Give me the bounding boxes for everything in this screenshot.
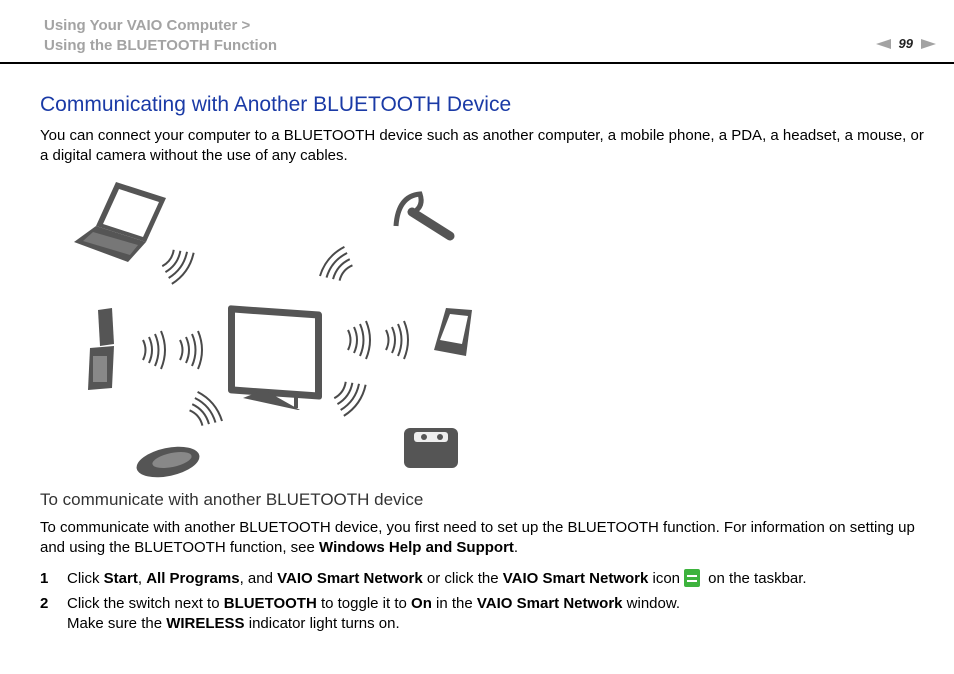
- subsection-paragraph: To communicate with another BLUETOOTH de…: [40, 519, 915, 556]
- intro-paragraph: You can connect your computer to a BLUET…: [40, 127, 924, 164]
- next-page-arrow-icon[interactable]: [921, 38, 936, 49]
- step-2: 2 Click the switch next to BLUETOOTH to …: [40, 594, 940, 634]
- desktop-monitor-icon: [228, 305, 322, 410]
- vaio-smart-network-icon: [684, 569, 701, 587]
- mobile-phone-icon: [88, 308, 114, 390]
- laptop-icon: [74, 182, 166, 262]
- bluetooth-devices-illustration: [74, 182, 472, 478]
- step-number: 2: [40, 595, 49, 612]
- page-number: 99: [898, 36, 913, 51]
- page-navigation: 99: [875, 36, 936, 51]
- mouse-icon: [136, 446, 200, 478]
- breadcrumb-line-1: Using Your VAIO Computer >: [44, 17, 251, 34]
- previous-page-arrow-icon[interactable]: [875, 38, 891, 49]
- section-title: Communicating with Another BLUETOOTH Dev…: [40, 93, 512, 116]
- breadcrumb: Using Your VAIO Computer > Using the BLU…: [44, 16, 277, 56]
- step-1: 1 Click Start, All Programs, and VAIO Sm…: [40, 569, 940, 589]
- step-text: Click Start, All Programs, and VAIO Smar…: [67, 569, 807, 587]
- breadcrumb-line-2: Using the BLUETOOTH Function: [44, 37, 278, 54]
- step-number: 1: [40, 570, 49, 587]
- camera-icon: [404, 428, 458, 468]
- step-text: Click the switch next to BLUETOOTH to to…: [67, 595, 681, 632]
- subsection-title: To communicate with another BLUETOOTH de…: [40, 490, 424, 509]
- header-divider: [0, 62, 954, 64]
- headset-icon: [393, 191, 455, 241]
- pda-icon: [434, 308, 472, 356]
